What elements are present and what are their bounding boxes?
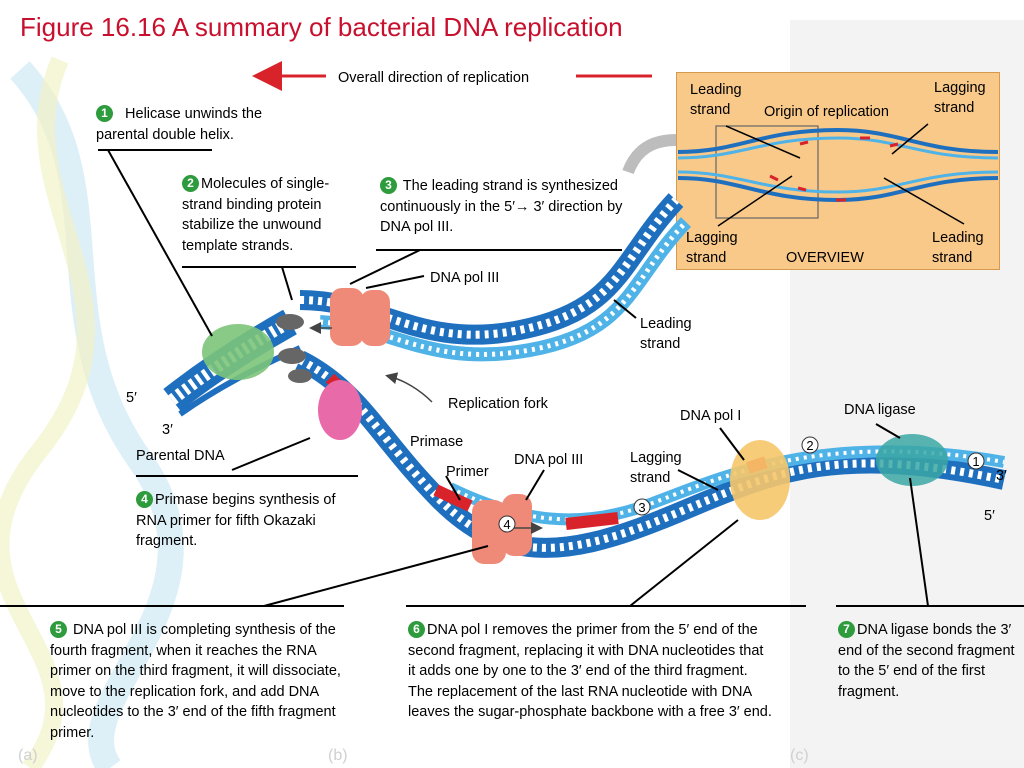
dna-pol-iii-top-protein [330,288,390,346]
step-1: 1 Helicase unwinds the parental double h… [96,105,263,143]
step-1-badge: 1 [96,105,113,122]
overview-panel [676,72,1000,270]
step-5-badge: 5 [50,621,67,638]
step-2-badge: 2 [182,175,199,192]
svg-text:3: 3 [638,500,645,515]
dna-ligase-protein [876,434,948,486]
label-three-prime-left: 3′ [162,422,173,438]
fragment-number-2: 2 [801,436,819,454]
label-dna-pol-iii-top: DNA pol III [430,270,500,286]
dna-pol-i-protein [730,440,790,520]
label-dna-pol-i: DNA pol I [680,408,742,424]
figure-title: Figure 16.16 A summary of bacterial DNA … [20,12,623,42]
step-3: 3 The leading strand is synthesized cont… [380,177,623,235]
label-three-prime-right: 3′ [996,468,1007,484]
primase-protein [318,380,362,440]
overview-bubble [677,123,999,227]
step-3-badge: 3 [380,177,397,194]
fork-arrow [385,372,433,403]
step-4-badge: 4 [136,491,153,508]
label-parental-dna: Parental DNA [136,448,225,464]
svg-text:4: 4 [503,517,510,532]
label-primer: Primer [446,464,489,480]
single-strand-binding-proteins [276,314,312,383]
overview-origin: Origin of replication [764,104,889,120]
panel-marker-c: (c) [790,747,809,764]
helicase [202,324,274,380]
overview-title: OVERVIEW [786,250,864,266]
label-dna-ligase: DNA ligase [844,402,916,418]
fragment-number-1: 1 [967,452,985,470]
label-five-prime-left: 5′ [126,390,137,406]
step-5: 5 DNA pol III is completing synthesis of… [50,621,341,741]
fragment-number-3: 3 [633,498,651,516]
step-6-badge: 6 [408,621,425,638]
fragment-number-4: 4 [498,515,516,533]
label-primase: Primase [410,434,464,450]
label-five-prime-right: 5′ [984,508,995,524]
label-dna-pol-iii-bottom: DNA pol III [514,452,584,468]
zoom-arrow [622,134,677,175]
step-7-badge: 7 [838,621,855,638]
label-replication-fork: Replication fork [448,396,548,412]
panel-marker-a: (a) [18,747,38,764]
leader-lines [0,149,1024,607]
svg-text:1: 1 [972,454,979,469]
direction-label: Overall direction of replication [338,70,530,86]
svg-text:2: 2 [806,438,813,453]
panel-marker-b: (b) [328,747,348,764]
